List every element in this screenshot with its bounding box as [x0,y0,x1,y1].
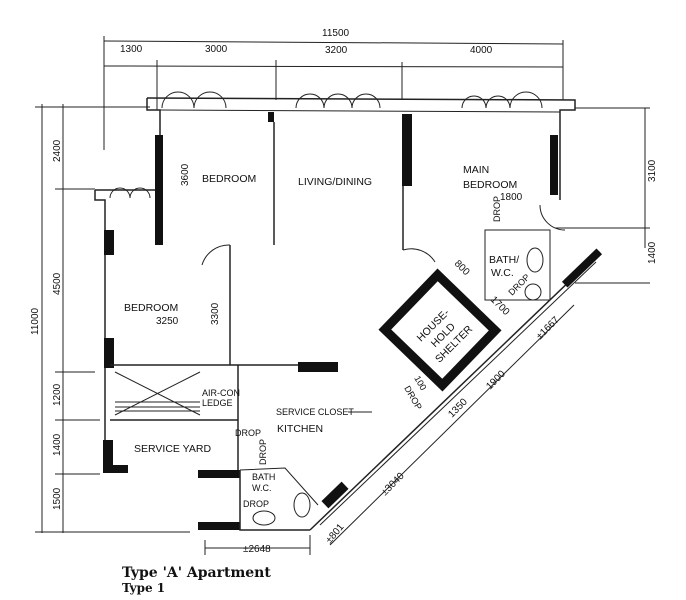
dim-800: 800 [452,258,472,278]
label-bath-small-1: BATH [252,472,275,482]
dim-2648: ±2648 [243,544,271,555]
label-bedroom-top: BEDROOM [202,173,256,185]
label-bath-small-2: W.C. [252,483,272,493]
dim-bedroom-left-width: 3250 [156,316,179,327]
dim-top-3: 3200 [325,45,348,56]
label-drop-kitchen: DROP [235,428,261,438]
dim-1667: ±1667 [534,314,562,342]
dim-overall-width: 11500 [322,28,350,39]
label-drop-bath-small-2: DROP [243,499,269,509]
dim-3040: ±3040 [379,470,407,498]
label-main-bedroom-2: BEDROOM [463,179,517,191]
label-bedroom-left: BEDROOM [124,302,178,314]
label-service-yard: SERVICE YARD [134,443,211,455]
label-main-bedroom-1: MAIN [463,164,489,176]
diagonal-dimension-lines [204,304,575,555]
dim-top-1: 1300 [120,44,143,55]
dim-bedroom-left-depth: 3300 [210,302,221,325]
dim-left-4: 1400 [52,433,63,456]
label-service-closet: SERVICE CLOSET [276,407,354,417]
label-bath-main-1: BATH/ [489,254,519,266]
plan-subtitle: Type 1 [122,581,165,595]
label-kitchen: KITCHEN [277,423,323,435]
dim-top-4: 4000 [470,45,493,56]
dim-bedroom-top-depth: 3600 [180,163,191,186]
top-dimension-lines [103,36,564,150]
dim-overall-height: 11000 [30,307,41,335]
dim-right-1: 3100 [647,159,658,182]
household-shelter-walls [378,268,502,392]
dim-1350: 1350 [446,396,470,420]
dim-right-2: 1400 [647,241,658,264]
dim-bath-width: 1800 [500,192,523,203]
dim-801: ±801 [324,522,347,546]
windows [109,91,566,266]
label-drop-bath-small: DROP [258,439,268,465]
label-living-dining: LIVING/DINING [298,176,372,188]
left-dimension-lines [35,104,650,533]
dim-left-3: 1200 [52,383,63,406]
dim-left-1: 2400 [52,139,63,162]
dim-1900: 1900 [484,368,508,392]
label-drop-main: DROP [492,196,502,222]
dim-top-2: 3000 [205,44,228,55]
dim-1700: 1700 [488,294,512,318]
dim-left-2: 4500 [52,272,63,295]
label-aircon-1: AIR-CON [202,388,240,398]
plan-title: Type 'A' Apartment [122,565,271,581]
label-bath-main-2: W.C. [491,267,514,279]
label-aircon-2: LEDGE [202,398,233,408]
dim-left-5: 1500 [52,487,63,510]
walls [94,97,603,531]
